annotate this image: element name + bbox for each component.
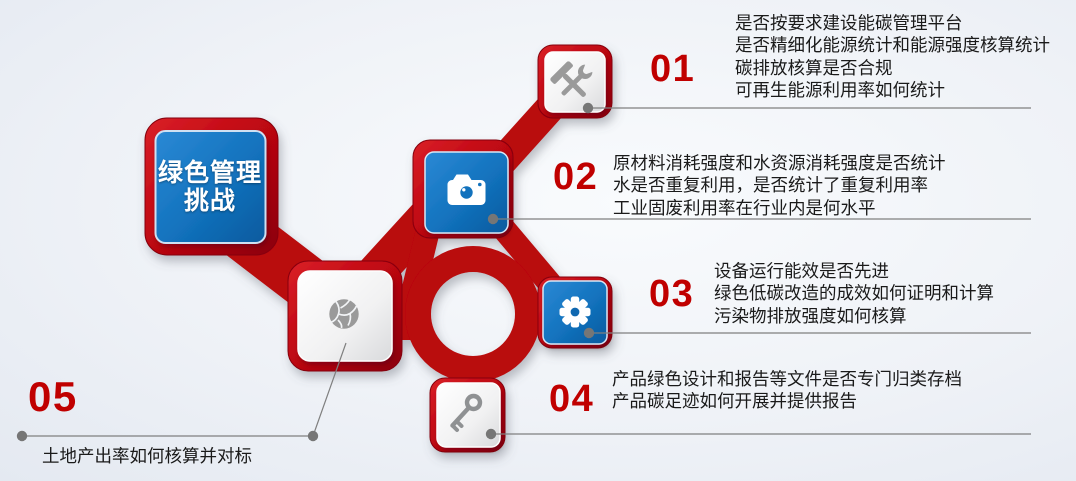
tile-title (154, 130, 267, 244)
red-chain-structure (144, 44, 613, 453)
key-icon (450, 393, 483, 432)
dot-01 (582, 102, 594, 114)
tile-key (436, 382, 501, 448)
leader-dots (16, 102, 595, 442)
dot-05-left (16, 430, 28, 442)
hammer-wrench-icon (550, 61, 593, 97)
globe-icon (329, 299, 359, 329)
inner-tiles (154, 51, 608, 448)
leader-line-05-diagonal (312, 342, 347, 437)
dot-05-right (307, 430, 319, 442)
hub-ring (405, 246, 541, 382)
dot-04 (485, 428, 497, 440)
leader-lines (22, 107, 1031, 437)
dot-03 (583, 327, 595, 339)
dot-02 (487, 213, 499, 225)
camera-icon (447, 174, 486, 205)
gear-icon (559, 296, 591, 328)
